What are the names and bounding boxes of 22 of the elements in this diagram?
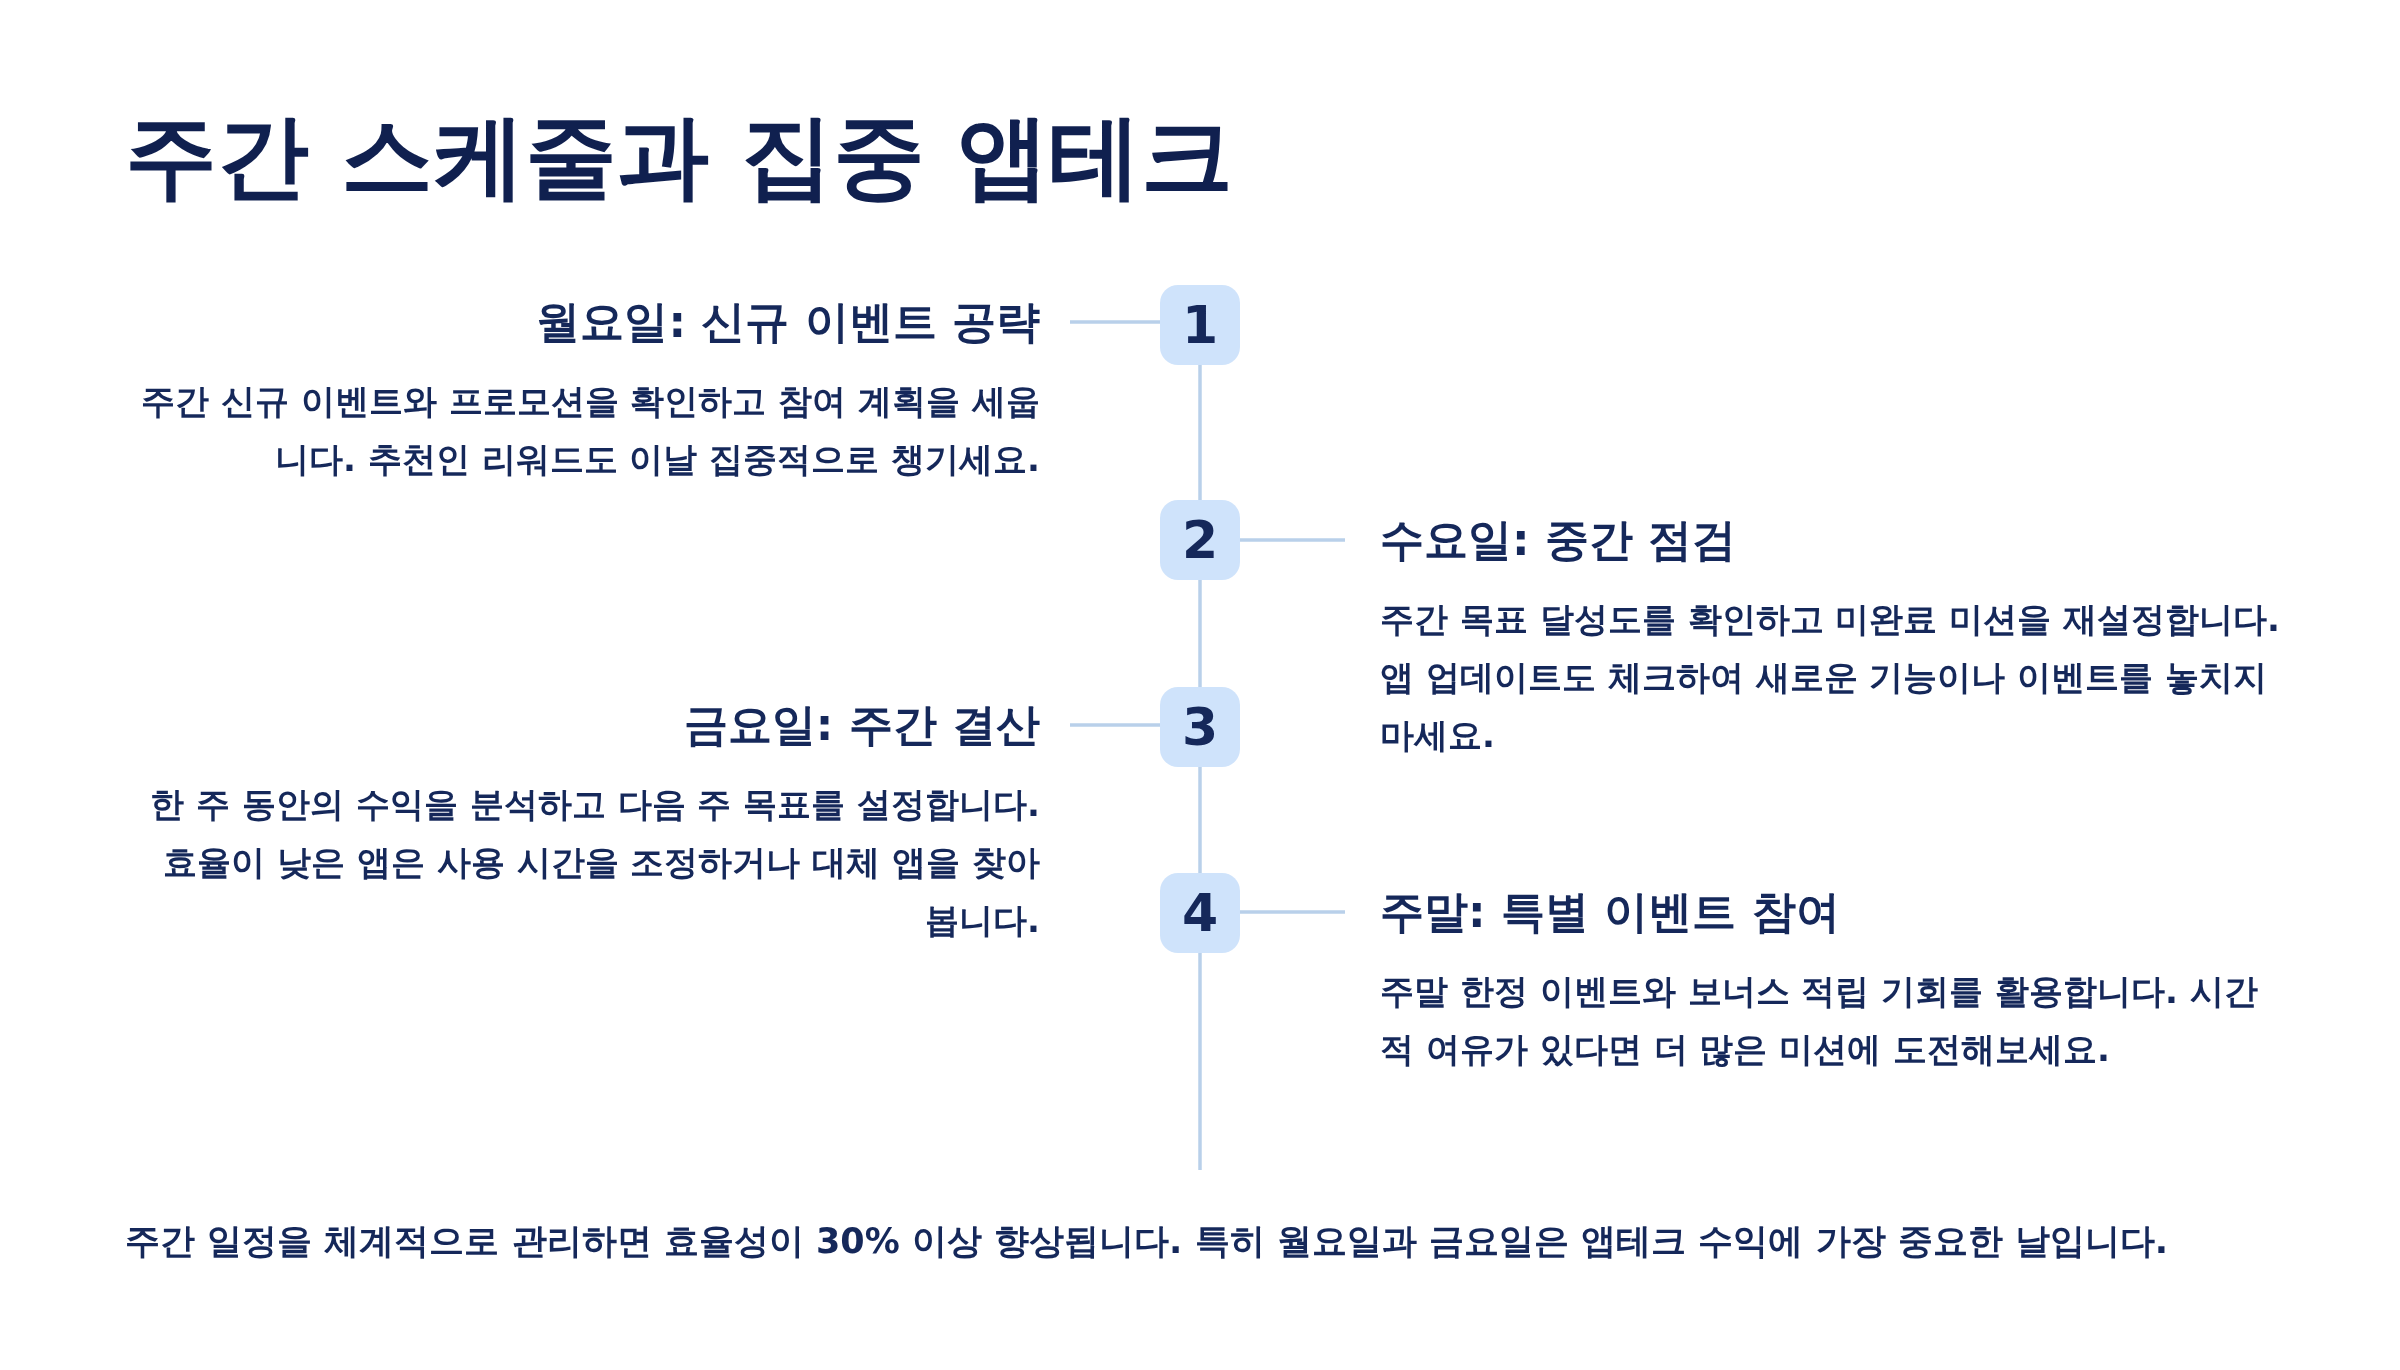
step-heading: 금요일: 주간 결산 [682,698,1040,752]
connector-line [1240,910,1345,914]
connector-line [1198,953,1202,1170]
step-number-badge: 3 [1160,687,1240,767]
step-heading: 월요일: 신규 이벤트 공략 [535,295,1040,349]
connector-line [1240,538,1345,542]
summary-note: 주간 일정을 체계적으로 관리하면 효율성이 30% 이상 향상됩니다. 특히 월요일과 금요일은 앱테크 수익에 가장 중요한 날입니다. [125,1220,2169,1263]
step-description: 주간 목표 달성도를 확인하고 미완료 미션을 재설정합니다. 앱 업데이트도 체크하여 새로운 기능이나 이벤트를 놓치지 마세요. [1380,598,2280,757]
step-heading: 수요일: 중간 점검 [1380,513,1738,567]
step-number-badge: 2 [1160,500,1240,580]
step-heading: 주말: 특별 이벤트 참여 [1380,885,1841,939]
step-description: 주간 신규 이벤트와 프로모션을 확인하고 참여 계획을 세웁니다. 추천인 리워드도 이날 집중적으로 챙기세요. [140,380,1040,481]
connector-line [1070,723,1160,727]
step-number-badge: 4 [1160,873,1240,953]
connector-line [1070,320,1160,324]
connector-line [1198,365,1202,500]
connector-line [1198,580,1202,687]
step-number-badge: 1 [1160,285,1240,365]
title: 주간 스케줄과 집중 앱테크 [125,102,1234,212]
step-description: 한 주 동안의 수익을 분석하고 다음 주 목표를 설정합니다. 효율이 낮은 앱은 사용 시간을 조정하거나 대체 앱을 찾아봅니다. [149,783,1040,942]
connector-line [1198,767,1202,873]
step-description: 주말 한정 이벤트와 보너스 적립 기회를 활용합니다. 시간적 여유가 있다면 더 많은 미션에 도전해보세요. [1380,970,2259,1071]
